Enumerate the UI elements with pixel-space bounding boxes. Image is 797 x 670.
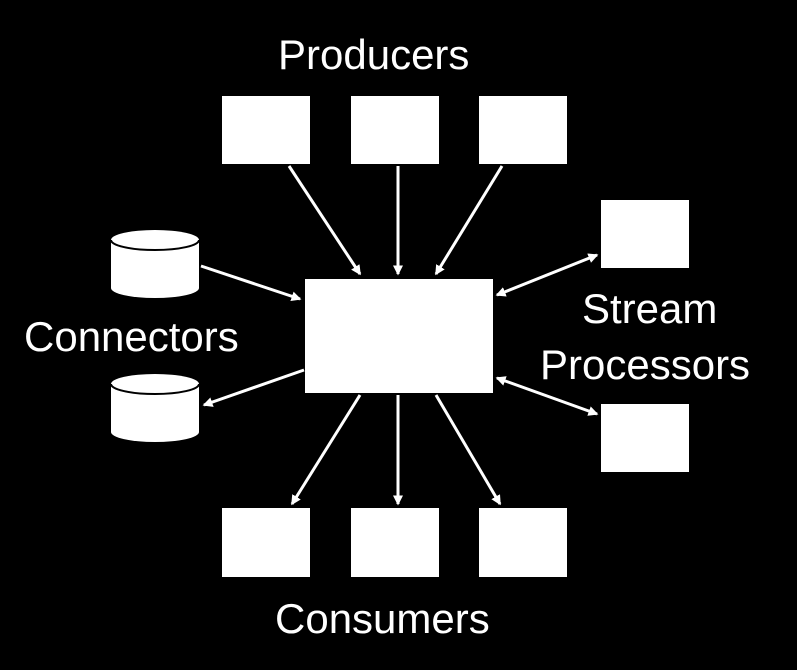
producers-label: Producers	[278, 31, 470, 78]
arrow-producer-1-to-broker	[287, 165, 362, 276]
stream-processors-label-line2: Processors	[540, 341, 751, 388]
stream-processors-label-line1: Stream	[582, 285, 718, 332]
stream-processor-box-1	[601, 200, 689, 268]
central-broker-box	[305, 279, 493, 393]
producer-box-2	[351, 96, 439, 164]
consumer-box-3	[479, 508, 567, 577]
arrow-broker-to-consumer-3	[434, 394, 502, 506]
connectors-label: Connectors	[24, 313, 239, 360]
arrow-connector-1-to-broker	[200, 264, 302, 302]
arrow-broker-stream-processor-2	[495, 376, 599, 416]
consumers-label: Consumers	[275, 595, 490, 642]
consumer-box-1	[222, 508, 310, 577]
stream-processor-box-2	[601, 404, 689, 472]
arrow-broker-to-consumer-1	[290, 394, 362, 506]
arrow-broker-to-connector-2	[202, 368, 305, 407]
connector-database-icon-1	[110, 230, 200, 298]
producer-box-3	[479, 96, 567, 164]
arrow-broker-stream-processor-1	[495, 253, 599, 297]
arrow-producer-3-to-broker	[434, 165, 504, 276]
connector-database-icon-2	[110, 374, 200, 442]
producer-box-1	[222, 96, 310, 164]
consumer-box-2	[351, 508, 439, 577]
